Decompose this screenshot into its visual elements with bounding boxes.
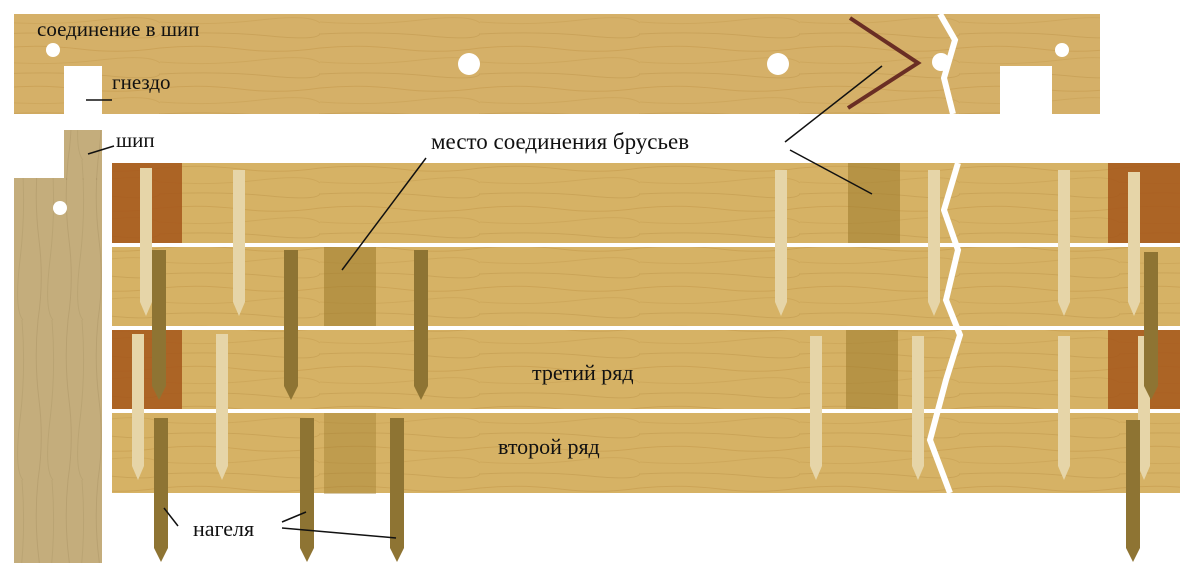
joint-mark [846, 16, 922, 110]
leader-lines [86, 65, 883, 539]
dowel [1058, 170, 1070, 316]
leader-joint-left [341, 157, 427, 271]
log-end-dark [112, 330, 182, 410]
dowel [154, 418, 168, 562]
row-gap [112, 409, 1180, 413]
dowel [1058, 336, 1070, 480]
dowel [775, 170, 787, 316]
bolt-hole [458, 53, 480, 75]
dowel [1128, 172, 1140, 316]
dowel [1126, 420, 1140, 562]
dowel [912, 336, 924, 480]
log-end-dark [1108, 163, 1180, 245]
dowels-light [132, 168, 1150, 480]
label-beam-joint-place: место соединения брусьев [431, 129, 690, 154]
bolt-hole [767, 53, 789, 75]
leader-dowel [281, 527, 397, 539]
dowel [140, 168, 152, 316]
leader-dowel [281, 511, 307, 523]
label-socket: гнездо [112, 70, 171, 94]
dowel [216, 334, 228, 480]
leader-joint-right [789, 149, 873, 195]
joint-overlay [846, 330, 898, 410]
label-dowels: нагеля [193, 516, 255, 541]
dowel [300, 418, 314, 562]
break-line [926, 162, 964, 495]
dowel [928, 170, 940, 316]
joint-overlay [848, 163, 900, 245]
dowels-dark [152, 250, 1158, 562]
dowel [810, 336, 822, 480]
vertical-post [14, 130, 102, 563]
label-tenon: шип [116, 128, 155, 152]
leader-tenon [87, 145, 115, 155]
dowel [390, 418, 404, 562]
leader-joint-top [784, 65, 883, 143]
socket-cutout-right [1000, 66, 1052, 114]
bolt-hole [1055, 43, 1069, 57]
row-gap [112, 326, 1180, 330]
dowel [152, 250, 166, 400]
leader-dowel [163, 507, 179, 527]
label-third-row: третий ряд [532, 360, 634, 385]
socket-cutout-left [64, 66, 102, 114]
top-beam [14, 12, 1100, 115]
dowel [233, 170, 245, 316]
row-gap [112, 243, 1180, 247]
bolt-hole [46, 43, 60, 57]
dowel [1144, 252, 1158, 400]
main-wall [112, 162, 1180, 495]
label-second-row: второй ряд [498, 434, 600, 459]
label-tenon-joint: соединение в шип [37, 17, 200, 41]
dowel [414, 250, 428, 400]
break-line [937, 12, 959, 115]
joint-overlay [324, 412, 376, 494]
joint-overlay [324, 247, 376, 329]
bolt-hole [53, 201, 67, 215]
dowel [284, 250, 298, 400]
dowel [132, 334, 144, 480]
